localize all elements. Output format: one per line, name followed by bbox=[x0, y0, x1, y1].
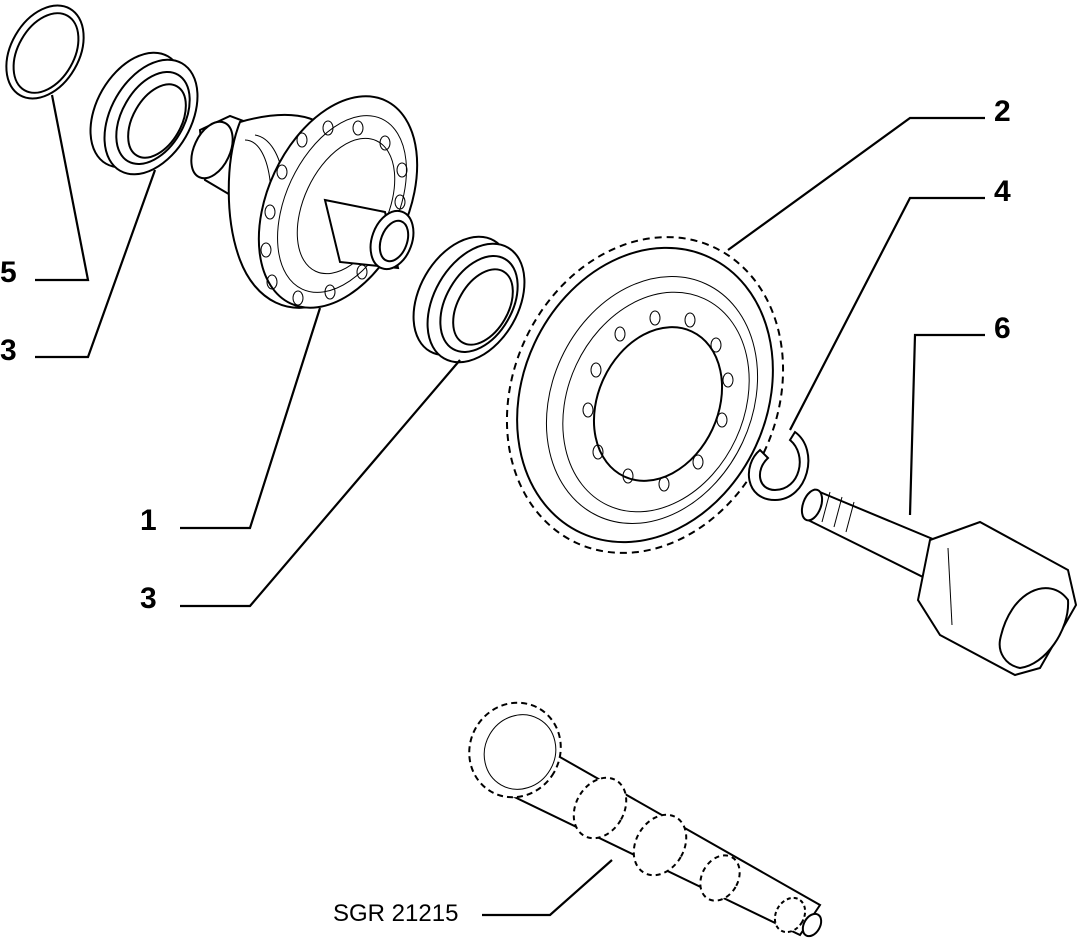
callout-4: 4 bbox=[994, 175, 1011, 208]
callout-2: 2 bbox=[994, 95, 1011, 128]
drawing-reference: SGR 21215 bbox=[333, 900, 458, 927]
differential-housing bbox=[190, 95, 419, 309]
leader-lines bbox=[35, 94, 985, 917]
callout-5: 5 bbox=[0, 256, 17, 289]
callout-3-top: 3 bbox=[0, 334, 17, 367]
ring-seal bbox=[5, 4, 85, 100]
callout-6: 6 bbox=[994, 312, 1011, 345]
bearing-middle bbox=[412, 235, 526, 364]
output-shaft-joint bbox=[800, 488, 1078, 677]
crown-wheel bbox=[505, 236, 785, 554]
pinion-shaft bbox=[468, 701, 823, 938]
callout-1: 1 bbox=[140, 504, 157, 537]
snap-ring bbox=[747, 430, 810, 502]
bearing-top bbox=[89, 51, 199, 176]
callout-3-middle: 3 bbox=[140, 582, 157, 615]
